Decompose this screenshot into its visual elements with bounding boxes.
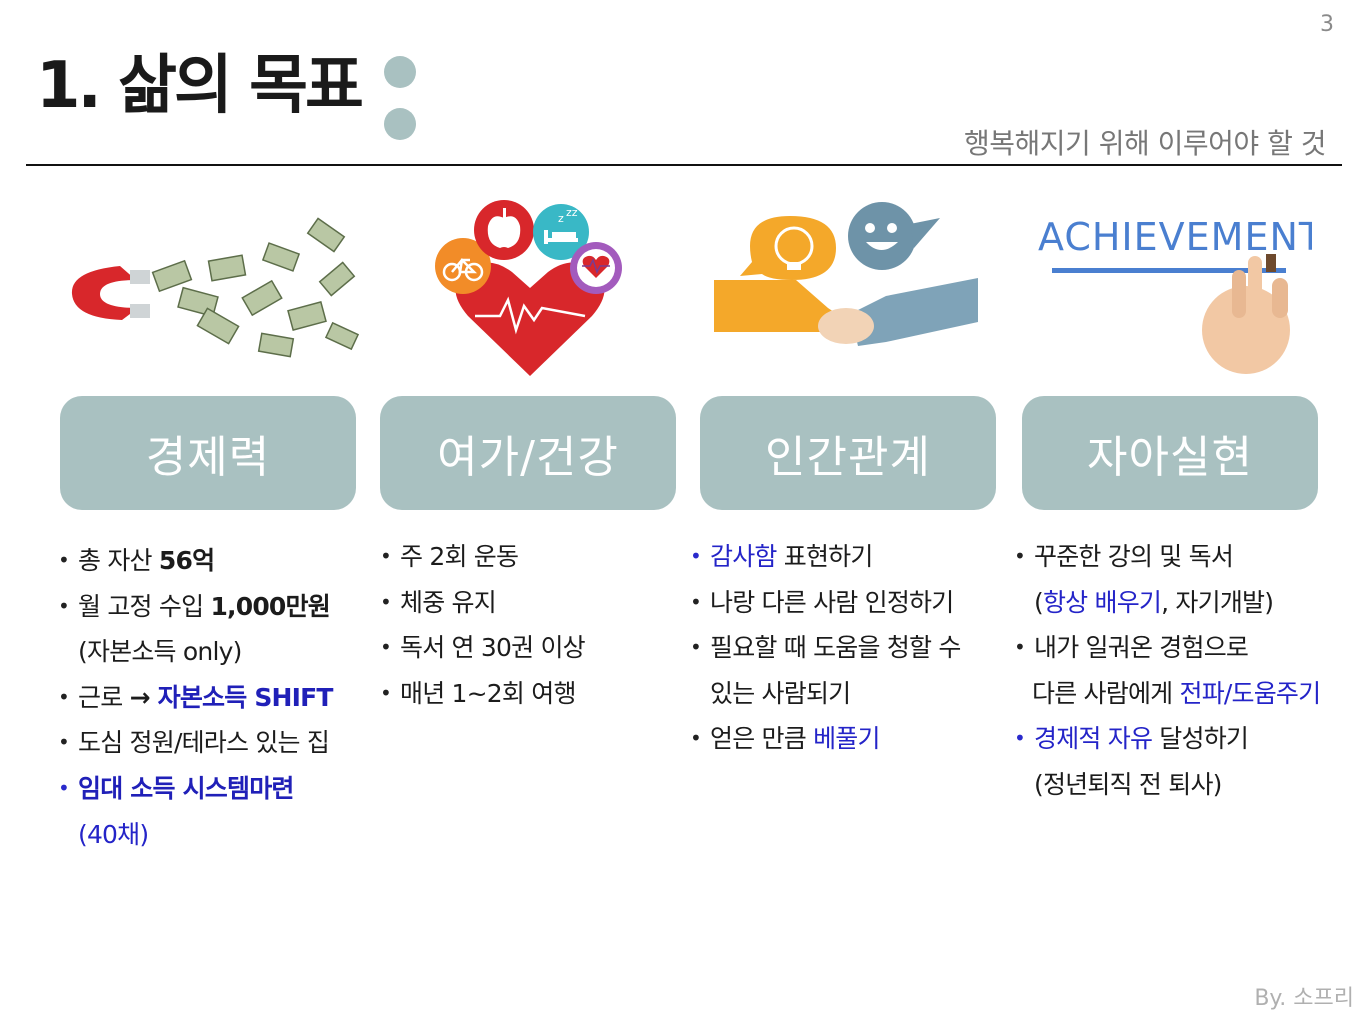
self-actualization-goals-list: 꾸준한 강의 및 독서 (항상 배우기, 자기개발) 내가 일궈온 경험으로 다… [1014, 534, 1321, 808]
banknotes-icon [151, 217, 360, 358]
page-number: 3 [1320, 12, 1334, 37]
list-item: 주 2회 운동 [380, 534, 585, 580]
handshake-illustration [710, 196, 990, 382]
list-item-continued: (정년퇴직 전 퇴사) [1034, 769, 1222, 799]
apple-icon [474, 200, 534, 260]
achievement-text: ACHIEVEMENT [1038, 215, 1312, 259]
relationship-goals-list: 감사함 표현하기 나랑 다른 사람 인정하기 필요할 때 도움을 청할 수 있는… [690, 534, 961, 762]
category-self-actualization: 자아실현 [1022, 396, 1318, 510]
bicycle-icon [435, 238, 491, 294]
list-item: 근로 → 자본소득 SHIFT [58, 675, 334, 721]
title-dot-bottom [384, 108, 416, 140]
list-item: 꾸준한 강의 및 독서 [1014, 534, 1320, 580]
svg-text:z: z [558, 212, 564, 225]
category-leisure-health: 여가/건강 [380, 396, 676, 510]
lightbulb-bubble-icon [740, 216, 836, 280]
economic-goals-list: 총 자산 56억 월 고정 수입 1,000만원 (자본소득 only) 근로 … [58, 538, 334, 857]
list-item: 총 자산 56억 [58, 538, 333, 584]
smiley-bubble-icon [848, 202, 940, 270]
achievement-illustration: ACHIEVEMENT [1032, 196, 1312, 382]
category-relationships: 인간관계 [700, 396, 996, 510]
list-item: 필요할 때 도움을 청할 수 [690, 625, 961, 671]
list-item-continued: (항상 배우기, 자기개발) [1034, 587, 1274, 617]
list-item: 체중 유지 [380, 580, 585, 626]
list-item-continued: 다른 사람에게 전파/도움주기 [1032, 678, 1321, 708]
category-economic-power: 경제력 [60, 396, 356, 510]
list-item-continued: (40채) [78, 819, 149, 849]
header-divider [26, 164, 1342, 166]
underline-mark [1052, 268, 1286, 273]
leisure-health-goals-list: 주 2회 운동 체중 유지 독서 연 30권 이상 매년 1~2회 여행 [380, 534, 586, 717]
health-leisure-illustration: z zz [430, 196, 630, 382]
handshake-icon [714, 278, 978, 346]
list-item: 내가 일궈온 경험으로 [1014, 625, 1320, 671]
magnet-money-illustration [60, 196, 360, 382]
list-item: 나랑 다른 사람 인정하기 [690, 580, 961, 626]
list-item: 매년 1~2회 여행 [380, 671, 585, 717]
magnet-icon [71, 266, 150, 320]
list-item-continued: 있는 사람되기 [710, 678, 851, 708]
page-title: 1. 삶의 목표 [36, 49, 364, 123]
list-item: 얻은 만큼 베풀기 [690, 716, 961, 762]
hand-icon [1202, 254, 1290, 374]
list-item: 월 고정 수입 1,000만원 [58, 584, 333, 630]
list-item-continued: (자본소득 only) [78, 637, 242, 667]
list-item: 감사함 표현하기 [690, 534, 961, 580]
author-footer: By. 소프리 [1254, 986, 1354, 1011]
list-item: 도심 정원/테라스 있는 집 [58, 720, 333, 766]
list-item: 독서 연 30권 이상 [380, 625, 586, 671]
svg-text:zz: zz [566, 206, 578, 219]
page-subtitle: 행복해지기 위해 이루어야 할 것 [964, 127, 1326, 160]
sleep-bed-icon: z zz [533, 204, 589, 260]
list-item: 경제적 자유 달성하기 [1014, 716, 1320, 762]
heartbeat-icon [570, 242, 622, 294]
heart-icon [455, 262, 605, 376]
title-dot-top [384, 56, 416, 88]
list-item: 임대 소득 시스템마련 [58, 766, 333, 812]
